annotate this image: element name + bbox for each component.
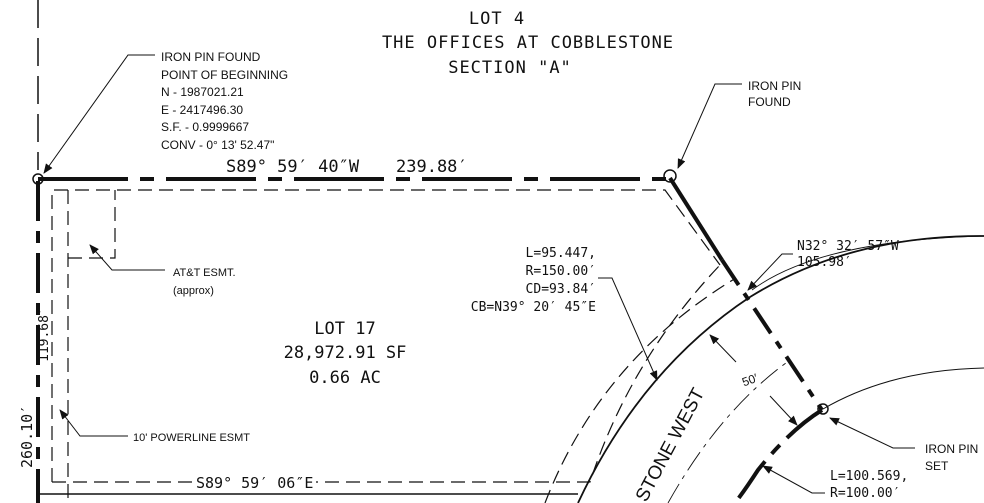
pob-note-2: POINT OF BEGINNING: [161, 68, 288, 82]
curve2-leader: [762, 465, 825, 494]
iron-pin-set-2: SET: [925, 459, 949, 473]
north-distance: 239.88′: [396, 157, 468, 177]
att-easement-label: AT&T ESMT.: [173, 267, 236, 279]
east-boundary-dashed: [720, 258, 824, 412]
lot-area-sf: 28,972.91 SF: [284, 343, 407, 363]
setback-line: [51, 189, 721, 482]
pob-note-5: S.F. - 0.9999667: [161, 120, 249, 134]
att-easement: [68, 190, 116, 259]
road-arc-top: [751, 235, 984, 291]
curve1-chord-bearing: CB=N39° 20′ 45″E: [471, 300, 596, 315]
curve2-radius: R=100.00′: [830, 486, 900, 501]
att-easement-note: (approx): [173, 285, 214, 297]
pin-set-leader: [829, 417, 915, 449]
pob-note-6: CONV - 0° 13' 52.47": [161, 138, 274, 152]
iron-pin-set-1: IRON PIN: [925, 442, 978, 456]
east-distance: 105.98′: [797, 255, 852, 270]
lot-name: LOT 17: [314, 319, 375, 339]
road-name: STONE WEST: [632, 385, 710, 503]
curve1-chord: CD=93.84′: [526, 282, 596, 297]
curve2-boundary: [733, 408, 824, 503]
west-total-distance: 260.10′: [18, 405, 36, 468]
setback-line-south: [52, 264, 721, 483]
iron-pin-found-icon: [663, 169, 677, 183]
road-width-arrow-1: [709, 334, 737, 363]
east-bearing: N32° 32′ 57″W: [797, 239, 899, 254]
curve1-length: L=95.447,: [526, 246, 596, 261]
pob-note-4: E - 2417496.30: [161, 103, 243, 117]
curve1-leader: [598, 277, 658, 381]
road-width: 50′: [740, 371, 760, 390]
bearing-leader: [747, 253, 793, 291]
att-leader: [89, 244, 165, 271]
iron-pin-found-2: FOUND: [748, 95, 791, 109]
powerline-leader: [59, 409, 128, 437]
pob-note-3: N - 1987021.21: [161, 85, 244, 99]
curve1-radius: R=150.00′: [526, 264, 596, 279]
title-lot: LOT 4: [469, 9, 525, 29]
pob-iron-pin-icon: [32, 173, 44, 185]
utility-easement-arc: [544, 277, 737, 503]
pob-leader: [43, 54, 155, 174]
pin-found-leader: [677, 83, 742, 169]
north-bearing: S89° 59′ 40″W: [226, 157, 360, 177]
road-width-arrow-2: [769, 395, 798, 426]
road-arc-right: [822, 367, 984, 410]
curve2-length: L=100.569,: [830, 469, 908, 484]
pob-note-1: IRON PIN FOUND: [161, 50, 261, 64]
iron-pin-found-1: IRON PIN: [748, 79, 801, 93]
west-partial-distance: 119.68′: [37, 307, 52, 362]
iron-pin-set-icon: [817, 403, 829, 415]
road-centerline: [667, 359, 791, 503]
lot-area-ac: 0.66 AC: [309, 368, 381, 388]
south-bearing: S89° 59′ 06″E: [196, 474, 313, 492]
powerline-easement-label: 10' POWERLINE ESMT: [133, 432, 250, 444]
title-section: SECTION "A": [448, 58, 572, 78]
road-row-line: [577, 235, 984, 503]
east-boundary: [668, 176, 724, 262]
title-subdivision: THE OFFICES AT COBBLESTONE: [382, 33, 674, 53]
